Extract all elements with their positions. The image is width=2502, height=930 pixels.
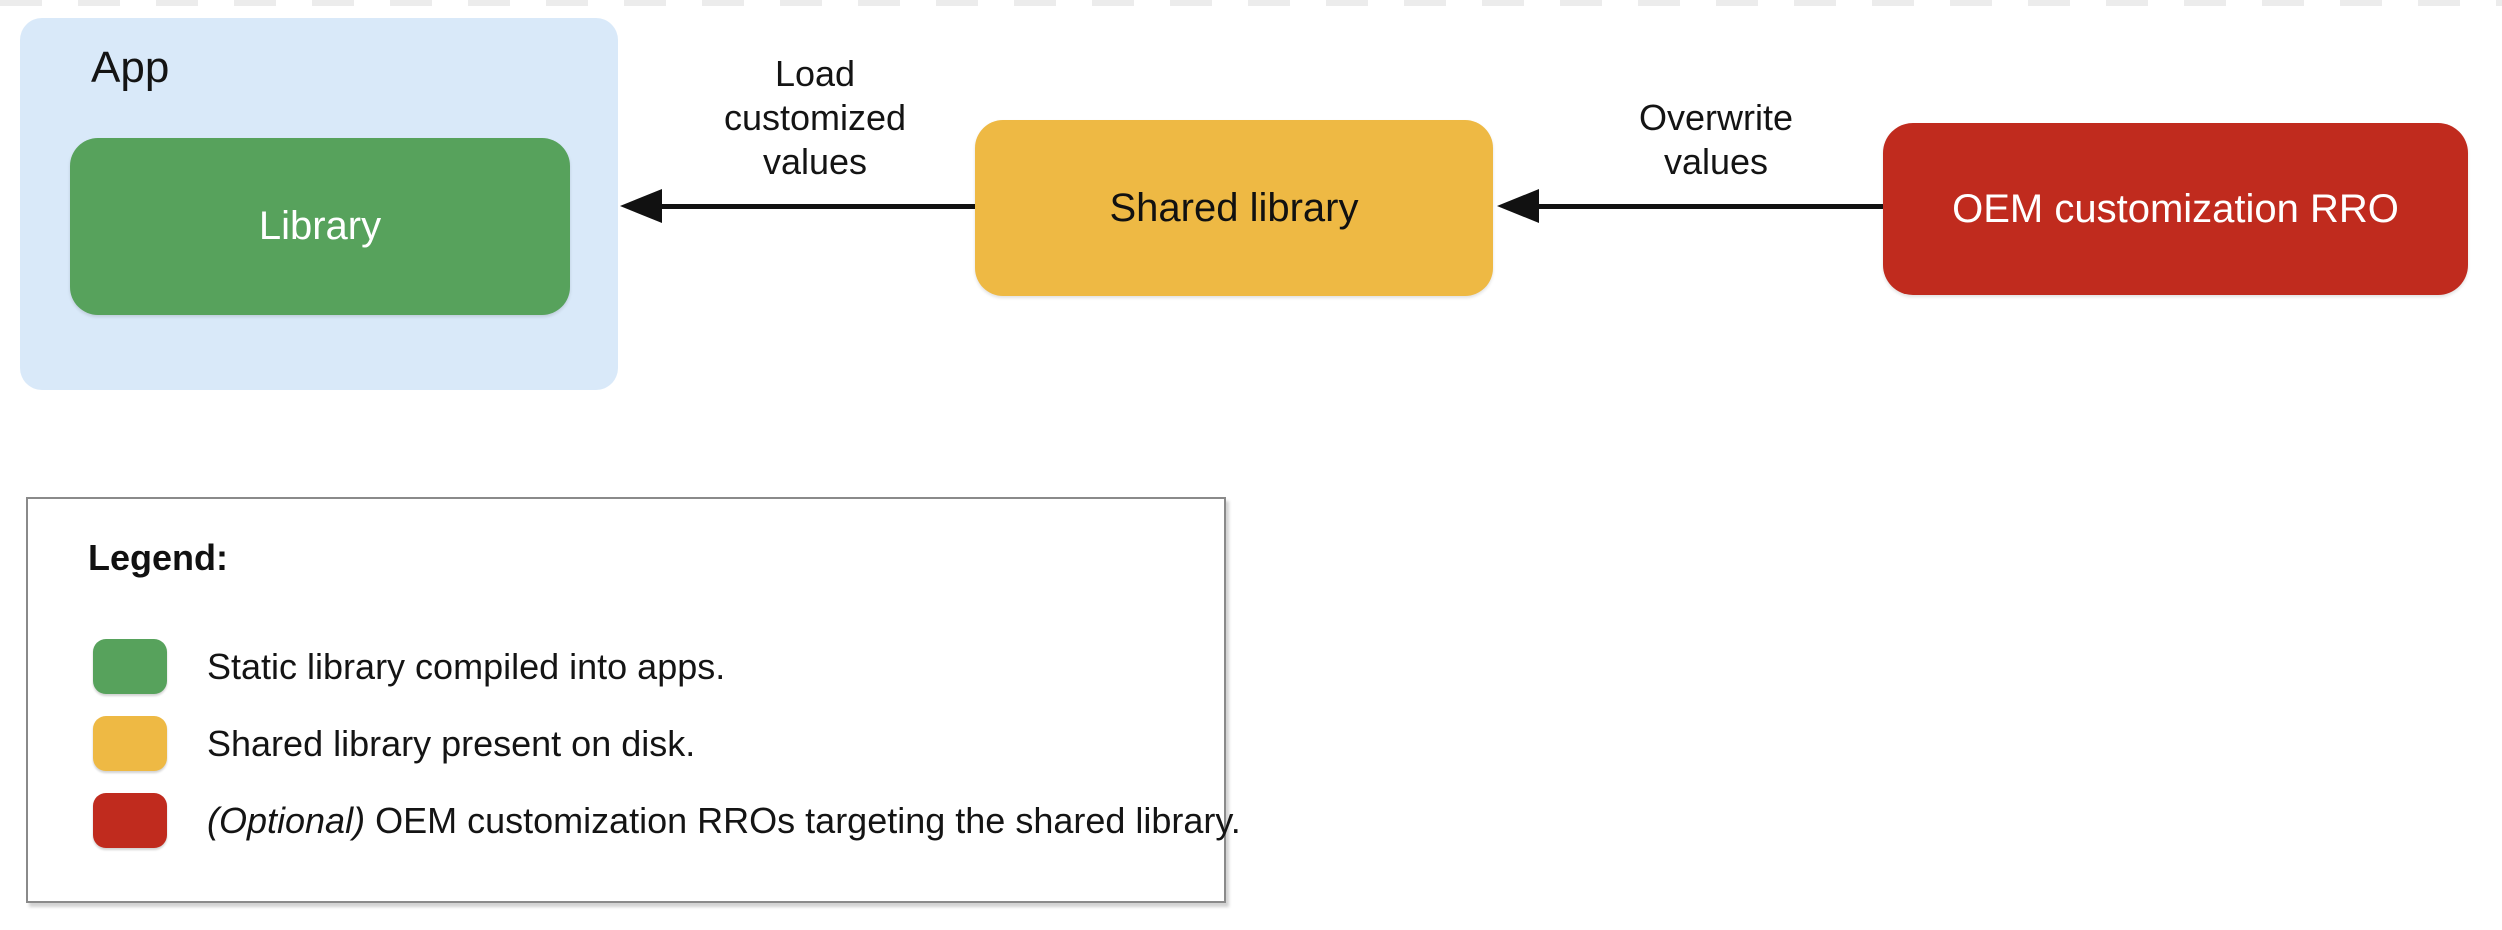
app-label: App bbox=[91, 43, 170, 92]
arrow-oem-to-shared-line bbox=[1527, 204, 1883, 209]
arrow-label-load-customized-values: Load customized values bbox=[723, 53, 907, 182]
legend-item-text: Static library compiled into apps. bbox=[207, 645, 726, 687]
shared-library-box: Shared library bbox=[975, 120, 1493, 296]
dashed-border-top bbox=[0, 0, 2502, 6]
arrow-label-overwrite-values: Overwrite values bbox=[1638, 97, 1794, 182]
legend-item-text: Shared library present on disk. bbox=[207, 722, 696, 764]
legend-item-static-library: Static library compiled into apps. bbox=[93, 639, 725, 694]
legend-swatch-green bbox=[93, 639, 167, 694]
arrow-oem-to-shared-head-icon bbox=[1497, 189, 1539, 223]
arrow-shared-to-app-line bbox=[648, 204, 975, 209]
legend-item-shared-library: Shared library present on disk. bbox=[93, 716, 695, 771]
legend-item-oem-rro: (Optional) OEM customization RROs target… bbox=[93, 793, 1241, 848]
oem-rro-box: OEM customization RRO bbox=[1883, 123, 2468, 295]
legend-swatch-yellow bbox=[93, 716, 167, 771]
library-box: Library bbox=[70, 138, 570, 315]
arrow-shared-to-app-head-icon bbox=[620, 189, 662, 223]
legend-swatch-red bbox=[93, 793, 167, 848]
legend-box: Legend: Static library compiled into app… bbox=[26, 497, 1241, 903]
legend-title: Legend: bbox=[88, 537, 228, 578]
app-container-box: App Library bbox=[20, 18, 618, 390]
shared-library-label: Shared library bbox=[1109, 185, 1359, 230]
legend-item-text: (Optional) OEM customization RROs target… bbox=[207, 799, 1241, 841]
library-label: Library bbox=[258, 204, 382, 248]
oem-rro-label: OEM customization RRO bbox=[1952, 186, 2399, 231]
